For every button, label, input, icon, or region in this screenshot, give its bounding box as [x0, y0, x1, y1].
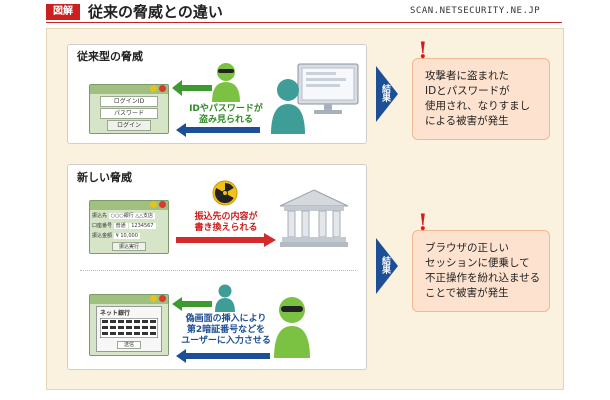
- tamper-label: 振込先の内容が 書き換えられる: [186, 212, 266, 234]
- result-old-line2: IDとパスワードが: [425, 85, 510, 97]
- hacker-figure-icon: [212, 63, 240, 102]
- login-id-field: ログインID: [100, 96, 158, 107]
- attack-label-old: IDやパスワードが 盗み見られる: [187, 104, 265, 126]
- transfer-row-1-label: 振込先: [92, 213, 108, 219]
- window-close-icon: [159, 295, 166, 302]
- transfer-window-titlebar: [90, 201, 168, 210]
- panel-old-title: 従来型の脅威: [77, 50, 143, 63]
- transfer-execute-button: 振込実行: [112, 242, 146, 251]
- result-new-line2: セッションに便乗して: [425, 257, 530, 269]
- result-old-line1: 攻撃者に盗まれた: [425, 70, 509, 82]
- window-minimize-icon: [150, 201, 157, 208]
- header-rule: [46, 22, 562, 23]
- result-tag-new: 結果: [380, 256, 390, 274]
- window-minimize-icon: [150, 85, 157, 92]
- fake-send-button: 送信: [117, 341, 141, 349]
- result-old-line4: による被害が発生: [425, 115, 509, 127]
- exclamation-icon: !: [418, 38, 428, 64]
- transfer-row-2-type: 普通: [113, 223, 128, 229]
- attack-label-old-line2: 盗み見られる: [198, 115, 253, 125]
- hacker-figure-icon: [274, 297, 310, 358]
- arrow-blue-icon: [176, 349, 270, 363]
- page-title: 従来の脅威との違い: [88, 3, 223, 21]
- transfer-row-3-value: ¥ 10,000: [113, 233, 140, 239]
- tamper-label-line2: 書き換えられる: [194, 223, 258, 233]
- attack-label-old-line1: IDやパスワードが: [189, 104, 263, 114]
- tamper-label-line1: 振込先の内容が: [194, 212, 258, 222]
- inject-label: 偽画面の挿入により 第2暗証番号などを ユーザーに入力させる: [178, 314, 274, 347]
- result-tag-old: 結果: [380, 84, 390, 102]
- arrow-blue-icon: [176, 123, 260, 137]
- window-close-icon: [159, 85, 166, 92]
- login-window-titlebar: [90, 85, 168, 94]
- security-card-grid: [100, 318, 158, 338]
- inject-label-line2: 第2暗証番号などを: [186, 325, 266, 335]
- bank-building-icon: [279, 189, 349, 247]
- arrow-green-icon: [172, 80, 212, 96]
- exclamation-icon: !: [418, 210, 428, 236]
- inject-label-line3: ユーザーに入力させる: [181, 336, 271, 346]
- radiation-icon: [212, 180, 238, 206]
- panel-new-title: 新しい脅威: [77, 171, 132, 184]
- panel-divider: [80, 270, 356, 271]
- transfer-row-1-value: ○○○銀行 △△支店: [108, 213, 155, 219]
- inject-label-line1: 偽画面の挿入により: [185, 314, 267, 324]
- result-old-line3: 使用され、なりすまし: [425, 100, 531, 112]
- fake-window-title: ネット銀行: [100, 310, 131, 317]
- user-figure-icon: [215, 284, 235, 312]
- figure-tag: 図解: [46, 4, 80, 20]
- result-new-line1: ブラウザの正しい: [425, 242, 509, 254]
- computer-monitor-icon: [297, 63, 359, 114]
- source-credit: SCAN.NETSECURITY.NE.JP: [410, 6, 541, 16]
- result-arrow-new: [376, 238, 398, 294]
- transfer-row-1: 振込先 ○○○銀行 △△支店: [92, 212, 166, 220]
- password-field: パスワード: [100, 108, 158, 119]
- arrow-red-icon: [176, 233, 276, 247]
- login-button: ログイン: [107, 120, 151, 131]
- window-close-icon: [159, 201, 166, 208]
- transfer-row-2-number: 1234567: [129, 223, 156, 229]
- result-arrow-old: [376, 66, 398, 122]
- result-box-old: 攻撃者に盗まれた IDとパスワードが 使用され、なりすまし による被害が発生: [412, 58, 550, 140]
- transfer-row-2-label: 口座番号: [92, 223, 113, 229]
- transfer-row-3-label: 振込金額: [92, 233, 113, 239]
- result-box-new: ブラウザの正しい セッションに便乗して 不正操作を紛れ込ませる ことで被害が発生: [412, 230, 550, 312]
- result-new-line4: ことで被害が発生: [425, 287, 509, 299]
- fake-window-titlebar: [90, 295, 168, 304]
- user-figure-icon: [271, 79, 305, 134]
- transfer-row-2: 口座番号 普通 1234567: [92, 222, 166, 230]
- result-new-line3: 不正操作を紛れ込ませる: [425, 272, 541, 284]
- transfer-row-3: 振込金額 ¥ 10,000: [92, 232, 166, 240]
- window-minimize-icon: [150, 295, 157, 302]
- arrow-green-icon: [172, 297, 212, 311]
